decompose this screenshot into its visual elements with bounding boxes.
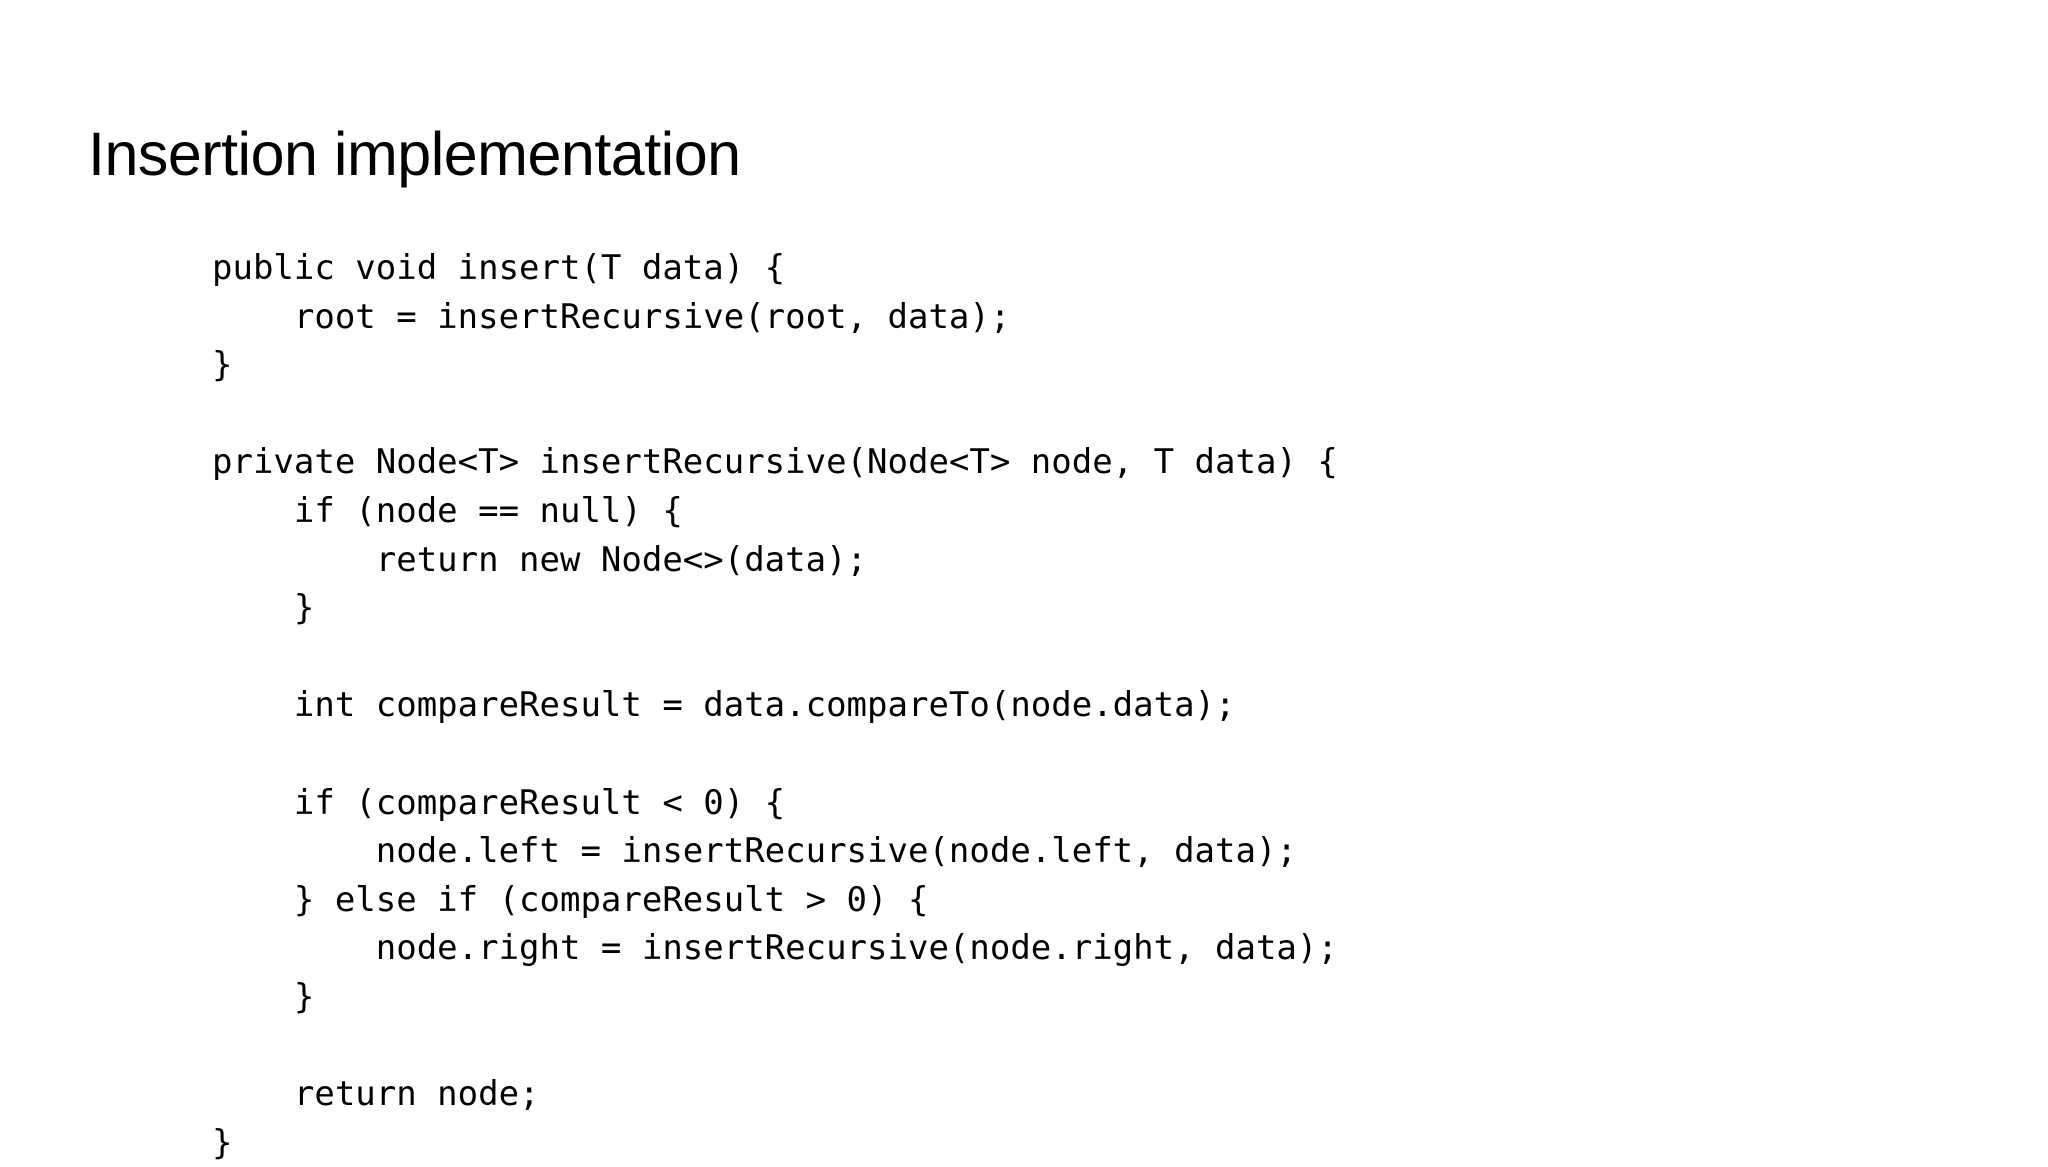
code-line: private Node<T> insertRecursive(Node<T> … — [212, 442, 1338, 483]
code-line: if (node == null) { — [212, 490, 683, 531]
code-line — [212, 730, 1992, 779]
code-line: node.right = insertRecursive(node.right,… — [212, 928, 1338, 969]
code-line: } — [212, 1122, 233, 1163]
code-line — [212, 633, 1992, 682]
code-line: } — [212, 588, 315, 629]
code-line — [212, 1022, 1992, 1071]
code-line: public void insert(T data) { — [212, 248, 786, 288]
code-line — [212, 390, 1992, 439]
code-line: node.left = insertRecursive(node.left, d… — [212, 831, 1297, 872]
code-line: } — [212, 976, 315, 1017]
code-line: int compareResult = data.compareTo(node.… — [212, 685, 1236, 726]
page-title: Insertion implementation — [88, 120, 741, 188]
code-line: return new Node<>(data); — [212, 539, 868, 580]
code-line: } else if (compareResult > 0) { — [212, 879, 929, 920]
code-line: root = insertRecursive(root, data); — [212, 296, 1011, 337]
code-block: public void insert(T data) { root = inse… — [212, 244, 1992, 1167]
code-line: } — [212, 345, 233, 386]
code-line: if (compareResult < 0) { — [212, 782, 786, 823]
code-line: return node; — [212, 1074, 540, 1115]
